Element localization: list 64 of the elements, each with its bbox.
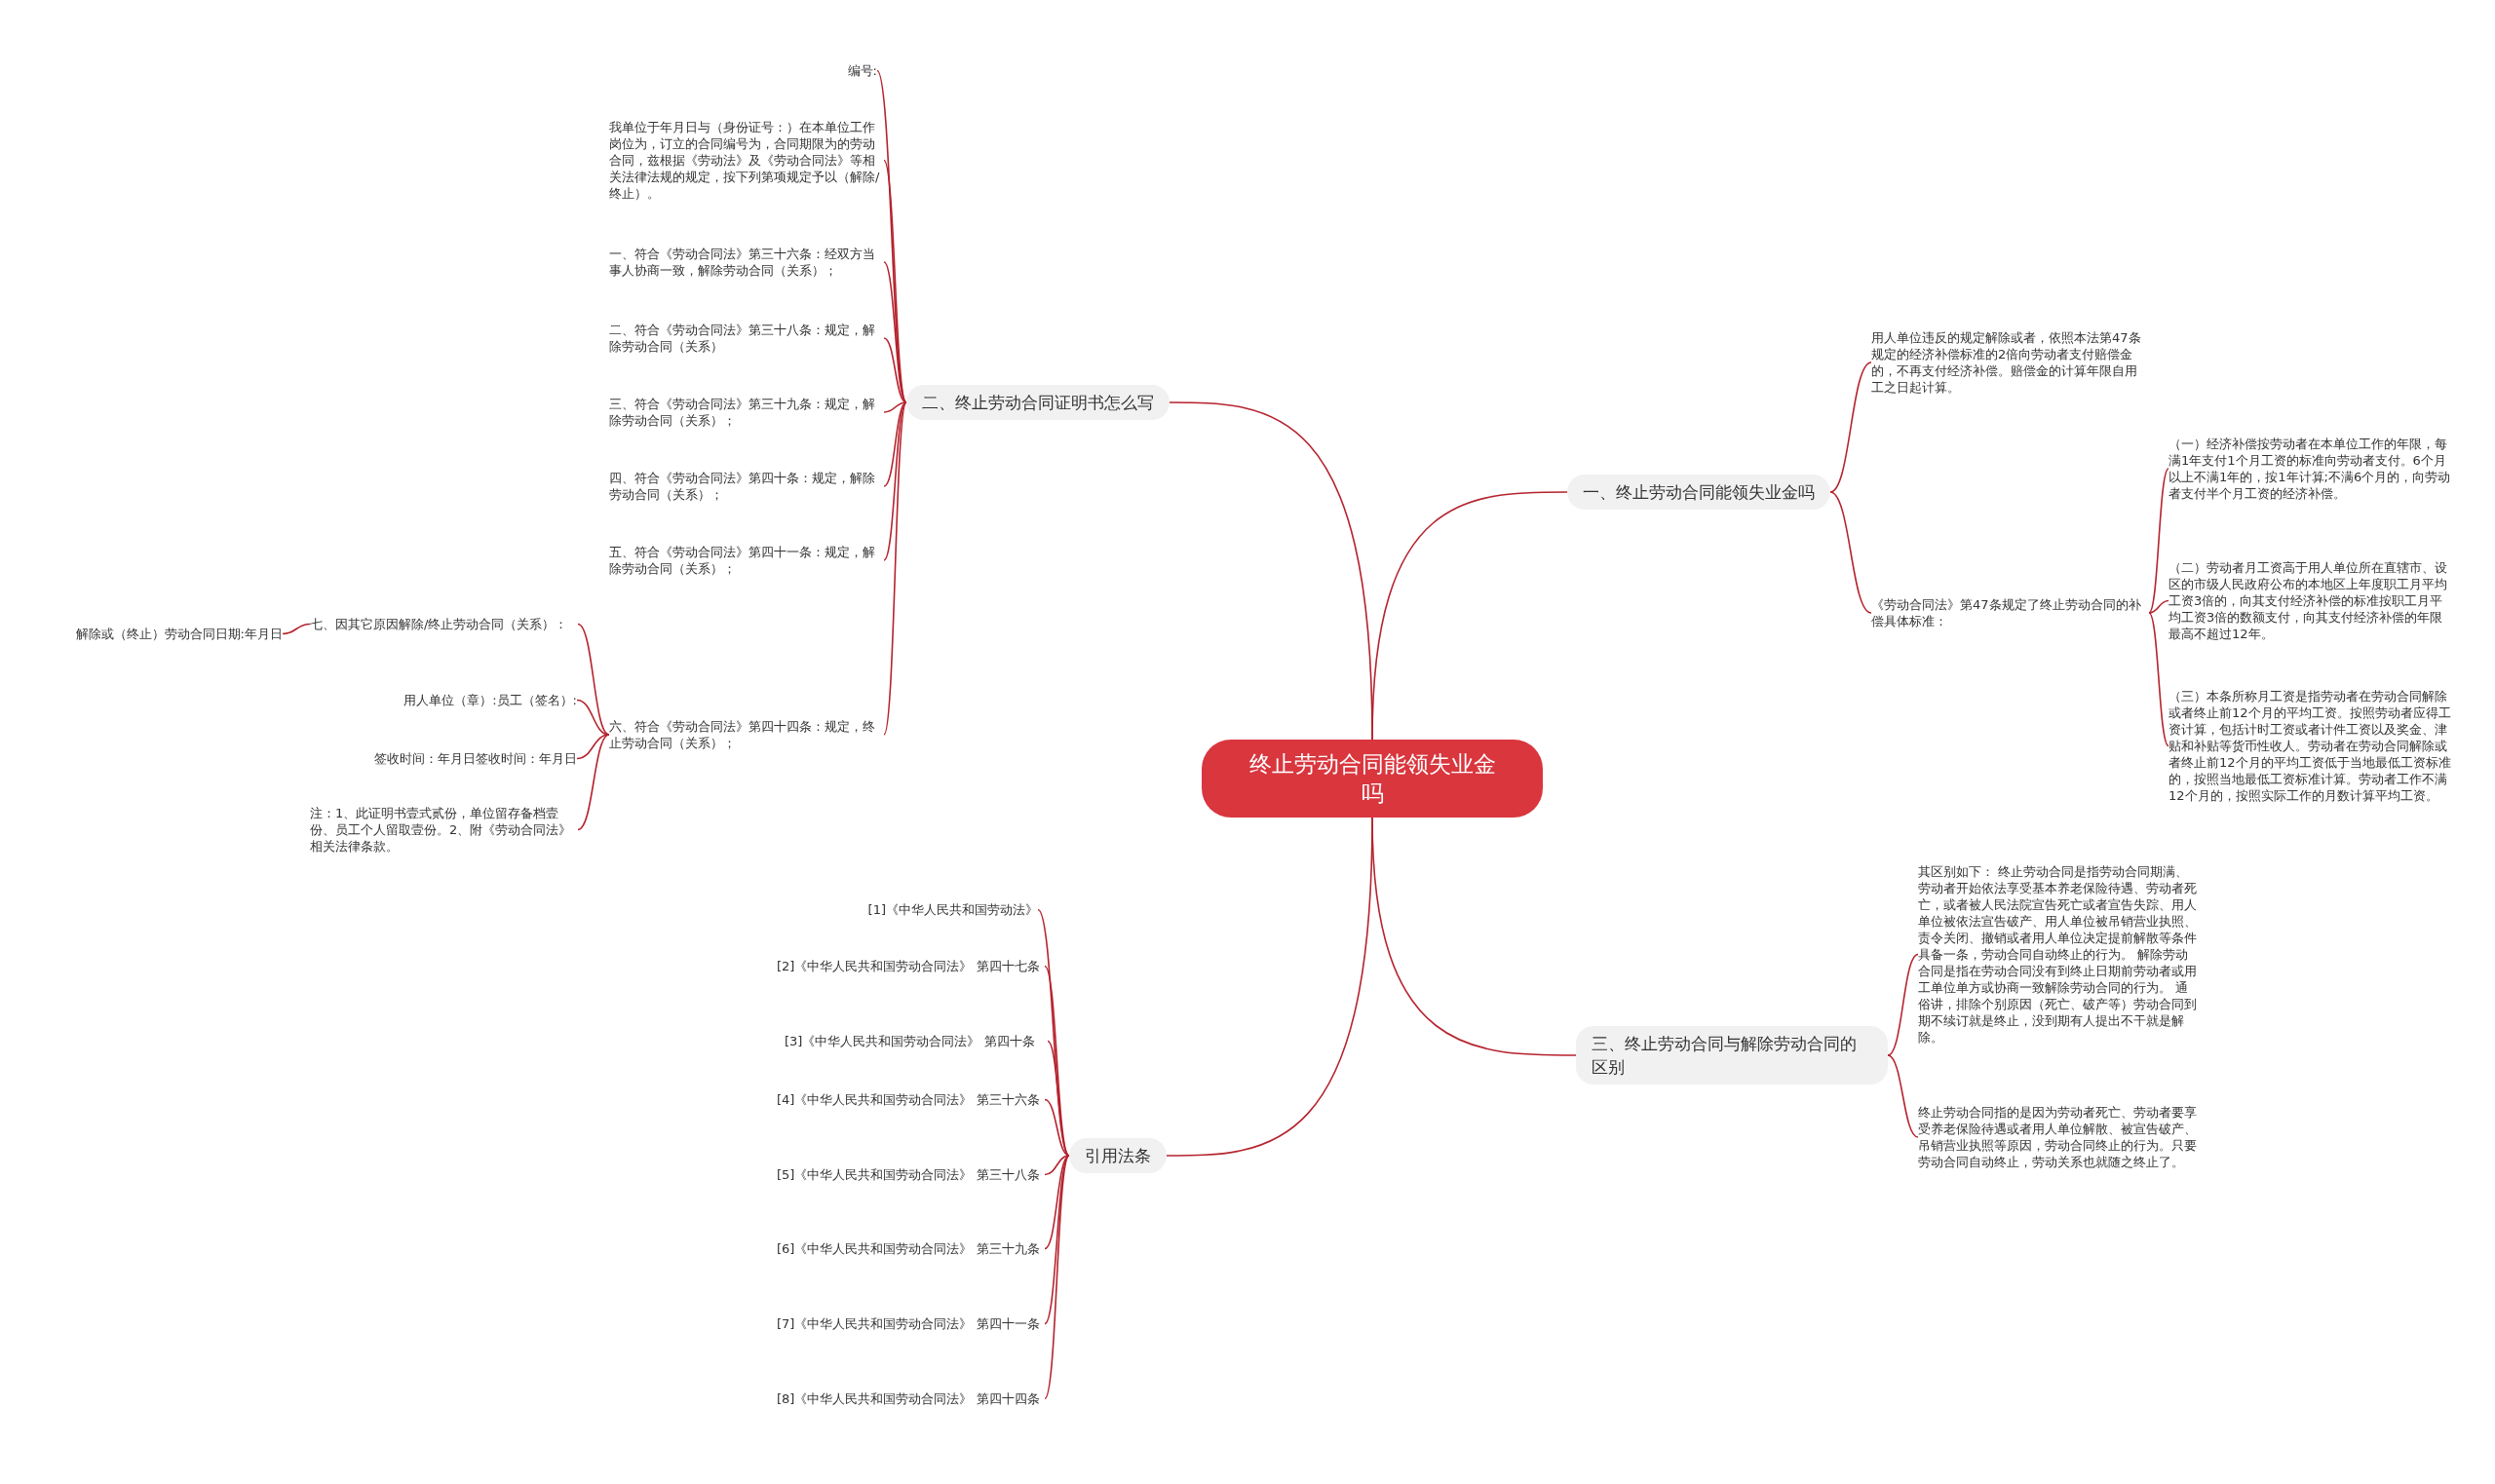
leaf-text: 二、符合《劳动合同法》第三十八条：规定，解除劳动合同（关系） xyxy=(609,322,876,355)
leaf-text: 五、符合《劳动合同法》第四十一条：规定，解除劳动合同（关系）； xyxy=(609,544,876,577)
leaf-text: [6]《中华人民共和国劳动合同法》 第三十九条 xyxy=(777,1240,1041,1257)
topic-pill xyxy=(906,385,1170,420)
leaf-text: 终止劳动合同指的是因为劳动者死亡、劳动者要享受养老保险待遇或者用人单位解散、被宣告破产、吊销营业执照等原因，劳动合同终止的行为。只要劳动合同自动终止，劳动关系也就随之终止了。 xyxy=(1918,1104,2198,1170)
connector-line xyxy=(1044,1098,1070,1157)
central-topic-label: 终止劳动合同能领失业金吗 xyxy=(1248,750,1497,808)
connector-line xyxy=(577,734,610,831)
leaf-text: 注：1、此证明书壹式贰份，单位留存备档壹份、员工个人留取壹份。2、附《劳动合同法》相关法律条款。 xyxy=(310,805,573,855)
connector-line xyxy=(883,261,907,403)
connector-line xyxy=(1044,1155,1070,1400)
leaf-text: 其区别如下： 终止劳动合同是指劳动合同期满、劳动者开始依法享受基本养老保险待遇、劳动者死亡，或者被人民法院宣告死亡或者宣告失踪、用人单位被依法宣告破产、用人单位被吊销营业执照、责令关闭、撤销或者用人单位决定提前解散等条件具备一条，劳动合同自动终止的行为。 解除劳动合同是指在劳动合同没有到终止日期前劳动者或用工单位单方或协商一致解除劳动合同的行为。 通俗讲，排除个别原因（死亡、破产等）劳动合同到期不续订就是终止，没到期有人提出不干就是解除。 xyxy=(1918,863,2198,1046)
leaf-text: 四、符合《劳动合同法》第四十条：规定，解除劳动合同（关系）； xyxy=(609,470,876,503)
connector-line xyxy=(883,401,907,561)
leaf-text: 用人单位违反的规定解除或者，依照本法第47条规定的经济补偿标准的2倍向劳动者支付赔偿金的，不再支付经济补偿。赔偿金的计算年限自用工之日起计算。 xyxy=(1871,329,2142,396)
leaf-text: [2]《中华人民共和国劳动合同法》 第四十七条 xyxy=(777,958,1041,974)
connector-line xyxy=(883,401,907,413)
leaf-text: [4]《中华人民共和国劳动合同法》 第三十六条 xyxy=(777,1091,1041,1108)
topic-label: 二、终止劳动合同证明书怎么写 xyxy=(922,392,1154,414)
leaf-text: 签收时间：年月日签收时间：年月日 xyxy=(373,750,577,767)
topic-label: 引用法条 xyxy=(1085,1145,1151,1167)
connector-line xyxy=(2148,599,2169,614)
leaf-text: [3]《中华人民共和国劳动合同法》 第四十条 xyxy=(785,1033,1036,1049)
connector-line xyxy=(576,734,610,760)
leaf-text: [8]《中华人民共和国劳动合同法》 第四十四条 xyxy=(777,1390,1041,1407)
connector-line xyxy=(577,623,610,736)
leaf-text: 我单位于年月日与（身份证号：）在本单位工作岗位为，订立的合同编号为，合同期限为的劳动合同，兹根据《劳动法》及《劳动合同法》等相关法律法规的规定，按下列第项规定予以（解除/终止）。 xyxy=(609,119,881,202)
leaf-text: 七、因其它原因解除/终止劳动合同（关系）： xyxy=(310,616,569,632)
leaf-text: （二）劳动者月工资高于用人单位所在直辖市、设区的市级人民政府公布的本地区上年度职工月平均工资3倍的，向其支付经济补偿的标准按职工月平均工资3倍的数额支付，向其支付经济补偿的年限最高不超过12年。 xyxy=(2169,559,2448,642)
leaf-text: （一）经济补偿按劳动者在本单位工作的年限，每满1年支付1个月工资的标准向劳动者支付。6个月以上不满1年的，按1年计算;不满6个月的，向劳动者支付半个月工资的经济补偿。 xyxy=(2169,436,2451,502)
connector-line xyxy=(1044,1155,1070,1325)
connector-line xyxy=(1169,401,1373,741)
connector-line xyxy=(1887,1054,1919,1138)
leaf-text: 用人单位（章）:员工（签名）: xyxy=(403,692,577,708)
connector-line xyxy=(1887,953,1919,1056)
connector-line xyxy=(1829,491,1872,614)
connector-line xyxy=(282,623,311,635)
leaf-text: 三、符合《劳动合同法》第三十九条：规定，解除劳动合同（关系）； xyxy=(609,396,876,429)
leaf-text: 《劳动合同法》第47条规定了终止劳动合同的补偿具体标准： xyxy=(1871,596,2142,629)
connector-line xyxy=(1166,817,1373,1157)
connector-line xyxy=(1047,1040,1070,1157)
connector-line xyxy=(883,337,907,403)
topic-pill xyxy=(1069,1138,1167,1173)
topic-label: 一、终止劳动合同能领失业金吗 xyxy=(1583,481,1815,504)
connector-line xyxy=(1044,1155,1070,1250)
topic-pill xyxy=(1567,475,1830,510)
leaf-text: 编号: xyxy=(846,62,877,79)
leaf-text: [1]《中华人民共和国劳动法》 xyxy=(866,901,1038,918)
connector-line xyxy=(883,401,907,487)
connector-line xyxy=(883,159,907,403)
connector-line xyxy=(2148,612,2169,747)
topic-label: 三、终止劳动合同与解除劳动合同的区别 xyxy=(1592,1033,1858,1079)
connector-line xyxy=(1829,361,1872,493)
topic-pill xyxy=(1576,1026,1888,1084)
leaf-text: （三）本条所称月工资是指劳动者在劳动合同解除或者终止前12个月的平均工资。按照劳动者应得工资计算，包括计时工资或者计件工资以及奖金、津贴和补贴等货币性收人。劳动者在劳动合同解除或者终止前12个月的平均工资低于当地最低工资标准的，按照当地最低工资标准计算。劳动者工作不满12个月的，按照实际工作的月数计算平均工资。 xyxy=(2169,688,2451,804)
leaf-text: 解除或（终止）劳动合同日期:年月日 xyxy=(74,626,283,642)
leaf-text: 六、符合《劳动合同法》第四十四条：规定，终止劳动合同（关系）； xyxy=(609,718,876,751)
connector-line xyxy=(1044,1155,1070,1176)
leaf-text: 一、符合《劳动合同法》第三十六条：经双方当事人协商一致，解除劳动合同（关系）； xyxy=(609,246,876,279)
central-topic xyxy=(1202,740,1543,818)
connector-line xyxy=(2148,468,2169,614)
leaf-text: [7]《中华人民共和国劳动合同法》 第四十一条 xyxy=(777,1315,1041,1332)
connector-line xyxy=(883,401,907,736)
leaf-text: [5]《中华人民共和国劳动合同法》 第三十八条 xyxy=(777,1166,1041,1183)
